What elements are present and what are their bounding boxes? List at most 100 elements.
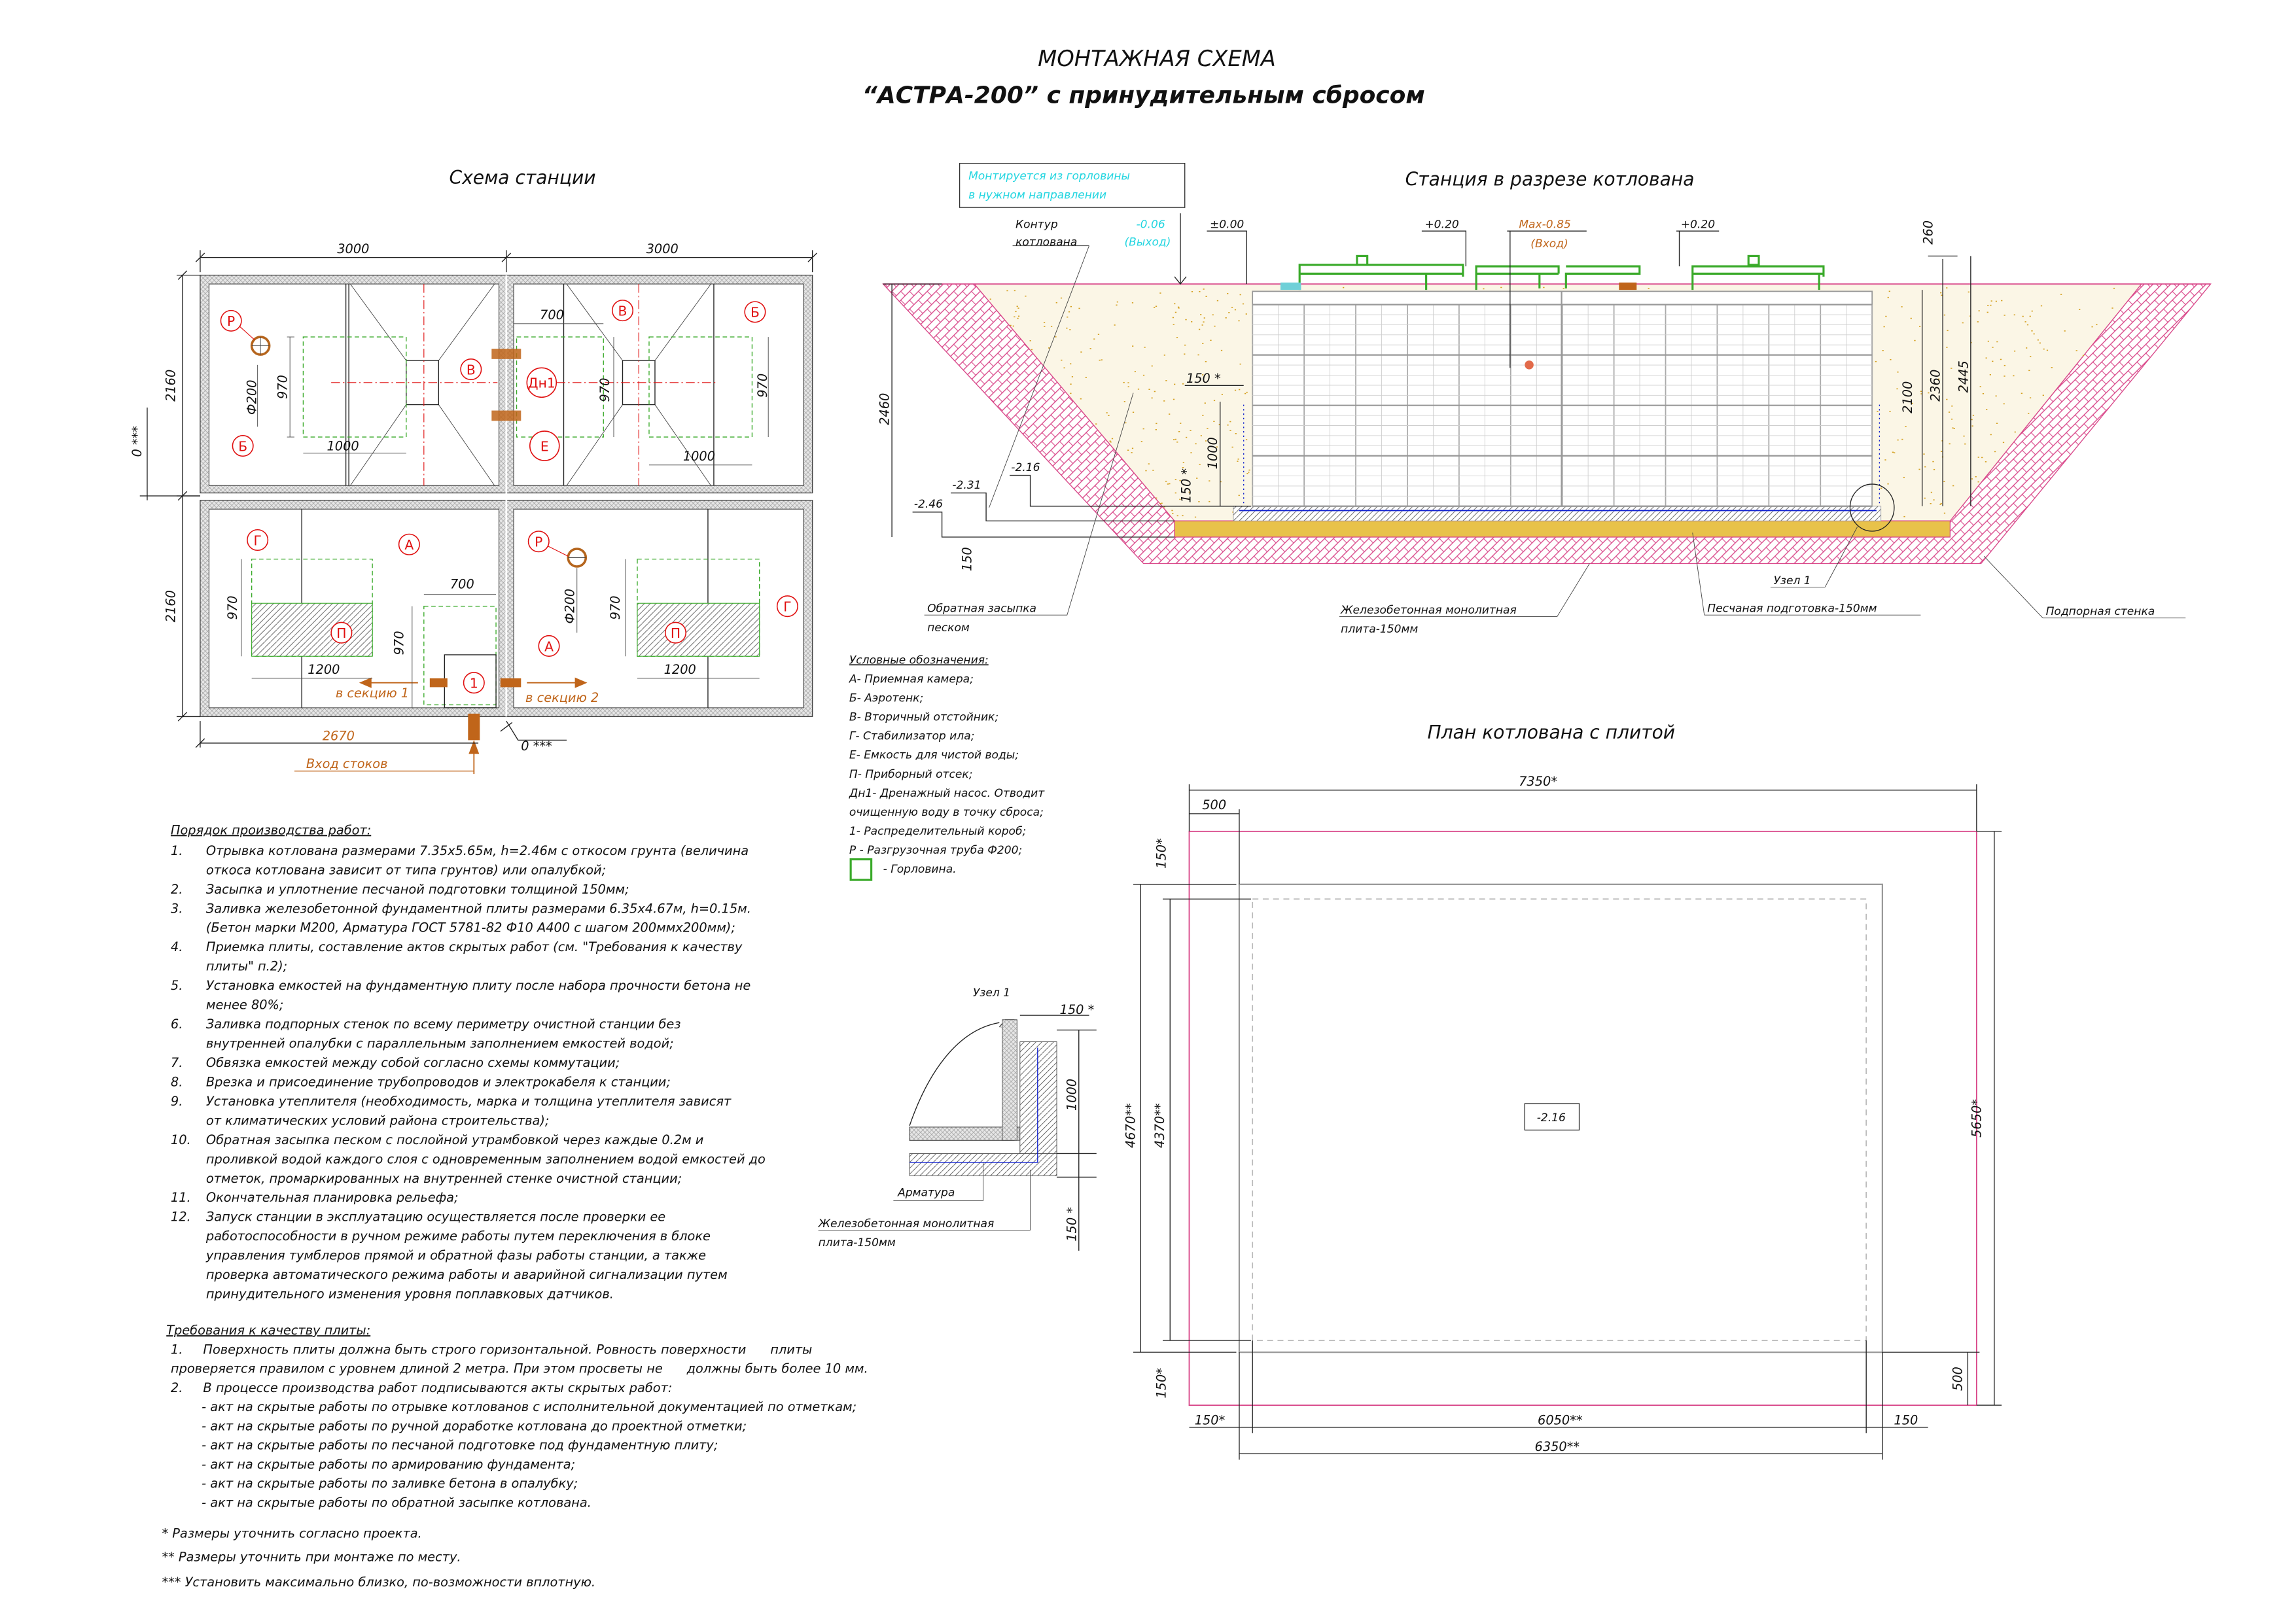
dim-970: 970 (608, 596, 623, 620)
quality-bullet: - акт на скрытые работы по ручной дорабо… (202, 1418, 747, 1433)
dim-260: 260 (1920, 220, 1935, 245)
clean-water-tank-marker (529, 430, 560, 461)
procedure-item-text: внутренней опалубки с параллельным запол… (206, 1036, 674, 1051)
sludge-stabilizer-marker (776, 595, 798, 618)
secondary-settler-marker (611, 300, 634, 322)
dim-height-1: 2160 (164, 370, 179, 402)
mounting-note: в нужном направлении (968, 189, 1106, 202)
dim-width-1: 3000 (337, 241, 369, 256)
procedure-item-number: 9. (171, 1094, 183, 1109)
quality-bullet: - акт на скрытые работы по отрывке котло… (202, 1399, 857, 1414)
dim-500: 500 (1950, 1367, 1965, 1391)
drawing-subtitle: “АСТРА-200” с принудительным сбросом (862, 82, 1425, 109)
dim-150: 150 * (1179, 468, 1194, 503)
legend-neck: - Горловина. (883, 863, 957, 876)
inlet-label: (Вход) (1530, 237, 1568, 251)
procedure-item-text: (Бетон марки М200, Арматура ГОСТ 5781-82… (206, 920, 735, 935)
procedure-item-number: 8. (171, 1074, 183, 1089)
procedure-item-text: Врезка и присоединение трубопроводов и э… (206, 1074, 671, 1089)
station-scheme: Схема станции (130, 167, 817, 775)
dim-1000: 1000 (327, 438, 359, 453)
procedure-item-number: 11. (171, 1190, 191, 1205)
procedure-item: 5.Установка емкостей на фундаментную пли… (171, 978, 751, 1012)
receiving-chamber-marker-label: А (544, 638, 554, 654)
dim-4670: 4670** (1123, 1103, 1138, 1148)
procedure-item: 9.Установка утеплителя (необходимость, м… (171, 1094, 732, 1128)
procedure-item-text: работоспособности в ручном режиме работы… (205, 1229, 711, 1244)
rebar-label: Арматура (897, 1187, 955, 1200)
mounting-note-box (959, 162, 1186, 208)
dim-phi200: Ф200 (562, 589, 577, 624)
sludge-stabilizer-marker (247, 529, 269, 551)
zero-mark-left: 0 *** (130, 426, 145, 457)
slab-label: Железобетонная монолитная (818, 1217, 995, 1230)
level-box (1524, 1103, 1580, 1131)
dim-500: 500 (1202, 797, 1226, 812)
legend-item: очищенную воду в точку сброса; (849, 806, 1044, 819)
dim-150: 150* (1154, 1368, 1169, 1399)
footnote: *** Установить максимально близко, по-во… (162, 1575, 595, 1590)
legend-title: Условные обозначения: (849, 654, 989, 667)
aerotank-marker-label: Б (751, 305, 760, 321)
receiving-chamber-marker (538, 635, 560, 657)
outlet-label: (Выход) (1125, 236, 1171, 249)
section-view: Станция в разрезе котлована Монтируется … (877, 162, 2212, 636)
procedure-item: 3.Заливка железобетонной фундаментной пл… (171, 901, 751, 935)
dim-700: 700 (450, 577, 474, 592)
dim-150: 150 * (1064, 1207, 1079, 1242)
quality-bullet: - акт на скрытые работы по армированию ф… (202, 1457, 575, 1472)
procedure-item-text: управления тумблеров прямой и обратной ф… (205, 1248, 706, 1263)
procedure-item: 4.Приемка плиты, составление актов скрыт… (171, 939, 743, 973)
sand-bedding (1174, 520, 1951, 538)
procedure-item: 7.Обвязка емкостей между собой согласно … (171, 1055, 620, 1070)
quality-bullet: - акт на скрытые работы по песчаной подг… (202, 1438, 718, 1453)
receiving-chamber-marker (398, 533, 420, 555)
neck-legend-icon (849, 858, 873, 881)
quality-title: Требования к качеству плиты: (166, 1323, 370, 1338)
sludge-stabilizer-marker-label: Г (253, 532, 261, 548)
quality-text: проверяется правилом с уровнем длиной 2 … (171, 1361, 868, 1376)
dim-4370: 4370** (1152, 1103, 1167, 1148)
procedure-item-number: 3. (171, 901, 183, 916)
zero-mark-bottom: 0 *** (521, 739, 552, 754)
to-section-2-label: в секцию 2 (525, 690, 599, 705)
dim-1200: 1200 (664, 662, 696, 677)
dim-width-2: 3000 (646, 241, 679, 256)
procedure-item: 11.Окончательная планировка рельефа; (171, 1190, 459, 1205)
procedure-item-number: 2. (171, 882, 183, 897)
legend-item: Е- Емкость для чистой воды; (849, 749, 1019, 762)
instrument-compartment (637, 602, 760, 657)
arrow-to-section-2-icon (527, 677, 588, 688)
procedure-item-text: Обвязка емкостей между собой согласно сх… (206, 1055, 620, 1070)
level-plus-020: +0.20 (1424, 218, 1458, 232)
drain-pump-marker-label: Дн1 (528, 375, 556, 391)
distribution-box-marker (463, 672, 485, 694)
dim-1000: 1000 (683, 449, 715, 464)
slab-contour (1238, 883, 1884, 1353)
legend-item: Б- Аэротенк; (849, 692, 923, 705)
procedure-item: 2.Засыпка и уплотнение песчаной подготов… (171, 882, 629, 897)
backfill-label: Обратная засыпка (927, 602, 1036, 616)
drain-pump-marker (526, 367, 557, 398)
procedure-item: 8. Врезка и присоединение трубопроводов и… (171, 1074, 671, 1089)
procedure-item-text: проверка автоматического режима работы и… (206, 1267, 728, 1282)
level-plus-020: +0.20 (1681, 218, 1715, 232)
discharge-pipe-marker (220, 309, 242, 332)
legend-item: В- Вторичный отстойник; (849, 711, 998, 724)
legend-item: Г- Стабилизатор ила; (849, 730, 975, 743)
slab-label: плита-150мм (819, 1236, 896, 1249)
concrete-slab (1233, 506, 1882, 521)
dim-2100: 2100 (1900, 381, 1915, 413)
procedure-item: 6.Заливка подпорных стенок по всему пери… (171, 1017, 681, 1051)
node-1-detail: Узел 1 150 * 1000 150 * Арматура Железоб… (818, 986, 1097, 1251)
legend-item: А- Приемная камера; (849, 673, 974, 686)
dim-5650: 5650* (1969, 1099, 1985, 1138)
dim-phi200: Ф200 (244, 380, 259, 415)
level-minus-231: -2.31 (952, 479, 981, 492)
footnote: ** Размеры уточнить при монтаже по месту… (162, 1550, 461, 1565)
section-title: Станция в разрезе котлована (1405, 168, 1695, 190)
instrument-compartment-marker (664, 621, 687, 644)
contour-label: Контур (1016, 218, 1058, 232)
secondary-settler-marker (460, 358, 482, 381)
retaining-wall-section (1019, 1041, 1057, 1154)
